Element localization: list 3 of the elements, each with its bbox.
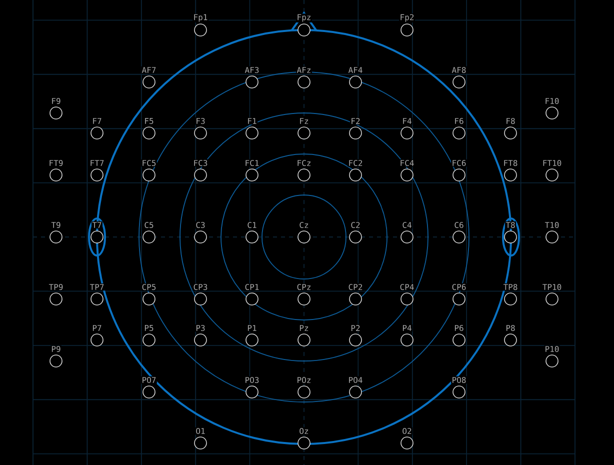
electrode-label: Fp2 <box>399 14 415 22</box>
electrode-label: Fp1 <box>192 14 208 22</box>
electrode-label: Fpz <box>296 14 312 22</box>
